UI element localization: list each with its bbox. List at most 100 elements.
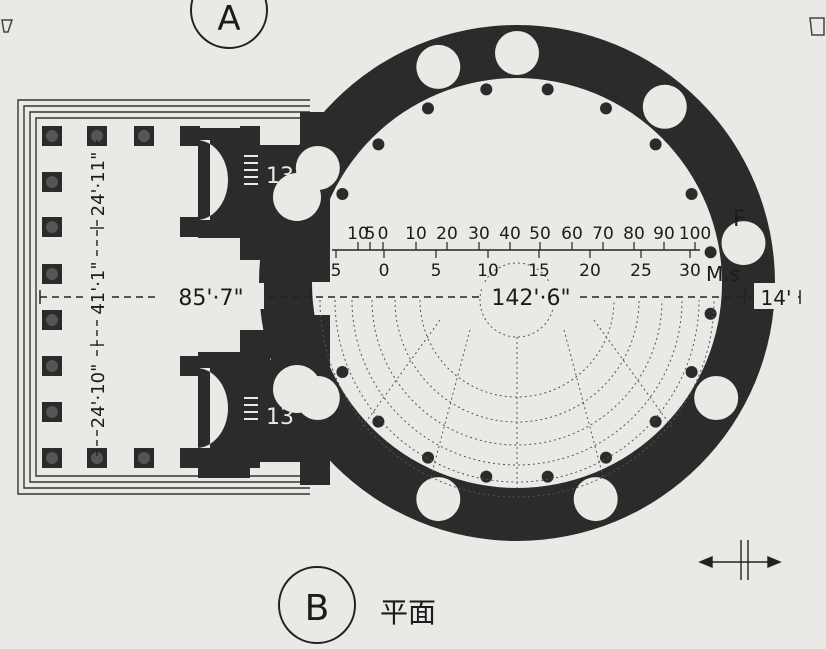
scale-feet-label: 70 — [592, 224, 614, 244]
scale-meters-title: M.s — [706, 262, 740, 286]
ring-column — [336, 188, 349, 200]
scale-feet-label: 5 — [365, 224, 376, 244]
dim-portico-width: 41'·1" — [88, 261, 109, 314]
ring-column — [336, 366, 349, 378]
column-shaft — [138, 130, 150, 142]
rotunda-niche — [416, 44, 461, 89]
portico-column — [180, 448, 200, 468]
edge-mark-left — [1, 19, 14, 33]
hall-mark-upper: 13 — [266, 164, 294, 189]
scale-feet-label: 80 — [623, 224, 645, 244]
edge-mark-right — [809, 17, 825, 36]
scale-meter-label: 15 — [528, 261, 550, 281]
dim-portico-length: 85'·7" — [178, 286, 243, 311]
caption-plan: 平面 — [380, 596, 436, 629]
column-shaft — [46, 268, 58, 280]
scale-feet-label: 40 — [499, 224, 521, 244]
rotunda-niche — [573, 477, 618, 522]
apse-cut-lower — [196, 368, 228, 448]
column-shaft — [46, 452, 58, 464]
coffering — [319, 262, 715, 498]
scale-feet-label: 10 — [405, 224, 427, 244]
rotunda-niche — [642, 84, 687, 129]
ring-column — [422, 102, 434, 115]
portico-column — [180, 126, 200, 146]
ring-column — [704, 246, 717, 259]
column-shaft — [91, 130, 103, 142]
scale-feet-label: 20 — [436, 224, 458, 244]
ring-column — [480, 470, 493, 483]
label-b-group: B 平面 — [278, 566, 436, 644]
ring-column — [372, 138, 385, 151]
ring-column — [600, 102, 612, 115]
apse-cut-upper — [196, 140, 228, 220]
label-a-group: A — [190, 0, 268, 49]
scale-meter-label: 20 — [579, 261, 601, 281]
scale-meter-label: 0 — [379, 261, 390, 281]
column-shaft — [46, 406, 58, 418]
scale-meter-label: 25 — [630, 261, 652, 281]
scale-meter-label: 5 — [331, 261, 342, 281]
label-b: B — [305, 588, 330, 629]
scale-meter-label: 30 — [679, 261, 701, 281]
rotunda-niche — [295, 376, 340, 420]
rotunda-niche — [694, 376, 739, 420]
dim-bay-top: 24'·11" — [88, 152, 109, 217]
scale-feet-label: 50 — [529, 224, 551, 244]
corner-dimension — [698, 540, 782, 580]
rotunda-niche — [295, 146, 340, 190]
rotunda-niche — [721, 221, 766, 266]
scale-feet-title: F — [733, 207, 746, 232]
dim-wall-thickness: 14' — [761, 286, 792, 310]
rotunda-columns — [336, 83, 717, 483]
ring-column — [372, 415, 385, 428]
ring-column — [422, 451, 434, 464]
portico-column — [240, 126, 260, 146]
column-shaft — [46, 221, 58, 233]
ring-column — [480, 83, 493, 96]
ring-column — [600, 451, 612, 464]
label-a-circle — [190, 0, 268, 49]
rotunda-niche — [416, 477, 461, 522]
column-shaft — [91, 452, 103, 464]
portico-columns — [42, 126, 260, 468]
column-shaft — [46, 314, 58, 326]
hall-mark-lower: 13 — [266, 405, 294, 430]
scale-meter-labels: 5 0 5 10 15 20 25 30 — [331, 261, 701, 281]
main-dimension: 85'·7" 142'·6" 14' — [39, 283, 801, 311]
dim-rotunda-diameter: 142'·6" — [491, 286, 570, 311]
ring-column — [685, 188, 698, 200]
ring-column — [649, 415, 662, 428]
column-shaft — [46, 176, 58, 188]
ring-column — [649, 138, 662, 151]
scale-feet-label: 60 — [561, 224, 583, 244]
scale-meter-label: 10 — [477, 261, 499, 281]
block-upper — [198, 128, 318, 260]
label-b-circle — [278, 566, 356, 644]
scale-feet-label: 100 — [679, 224, 711, 244]
label-a: A — [217, 0, 240, 39]
ring-column — [541, 470, 554, 483]
scale-feet-label: 30 — [468, 224, 490, 244]
ring-column — [704, 307, 717, 320]
ring-column — [685, 366, 698, 378]
scale-feet-label: 10 — [347, 224, 369, 244]
portico-outline — [17, 99, 310, 495]
stair-lower — [244, 397, 258, 420]
portico-column — [240, 448, 260, 468]
ring-column — [541, 83, 554, 96]
scale-meter-label: 5 — [431, 261, 442, 281]
column-shaft — [138, 452, 150, 464]
stair-upper — [244, 155, 258, 185]
column-shaft — [46, 130, 58, 142]
dim-bay-bottom: 24'·10" — [88, 364, 109, 429]
scale-feet-label: 90 — [653, 224, 675, 244]
rotunda-niche — [495, 31, 539, 75]
rotunda-niches — [295, 31, 766, 522]
scale-feet-label: 0 — [378, 224, 389, 244]
portico-column — [180, 356, 200, 376]
